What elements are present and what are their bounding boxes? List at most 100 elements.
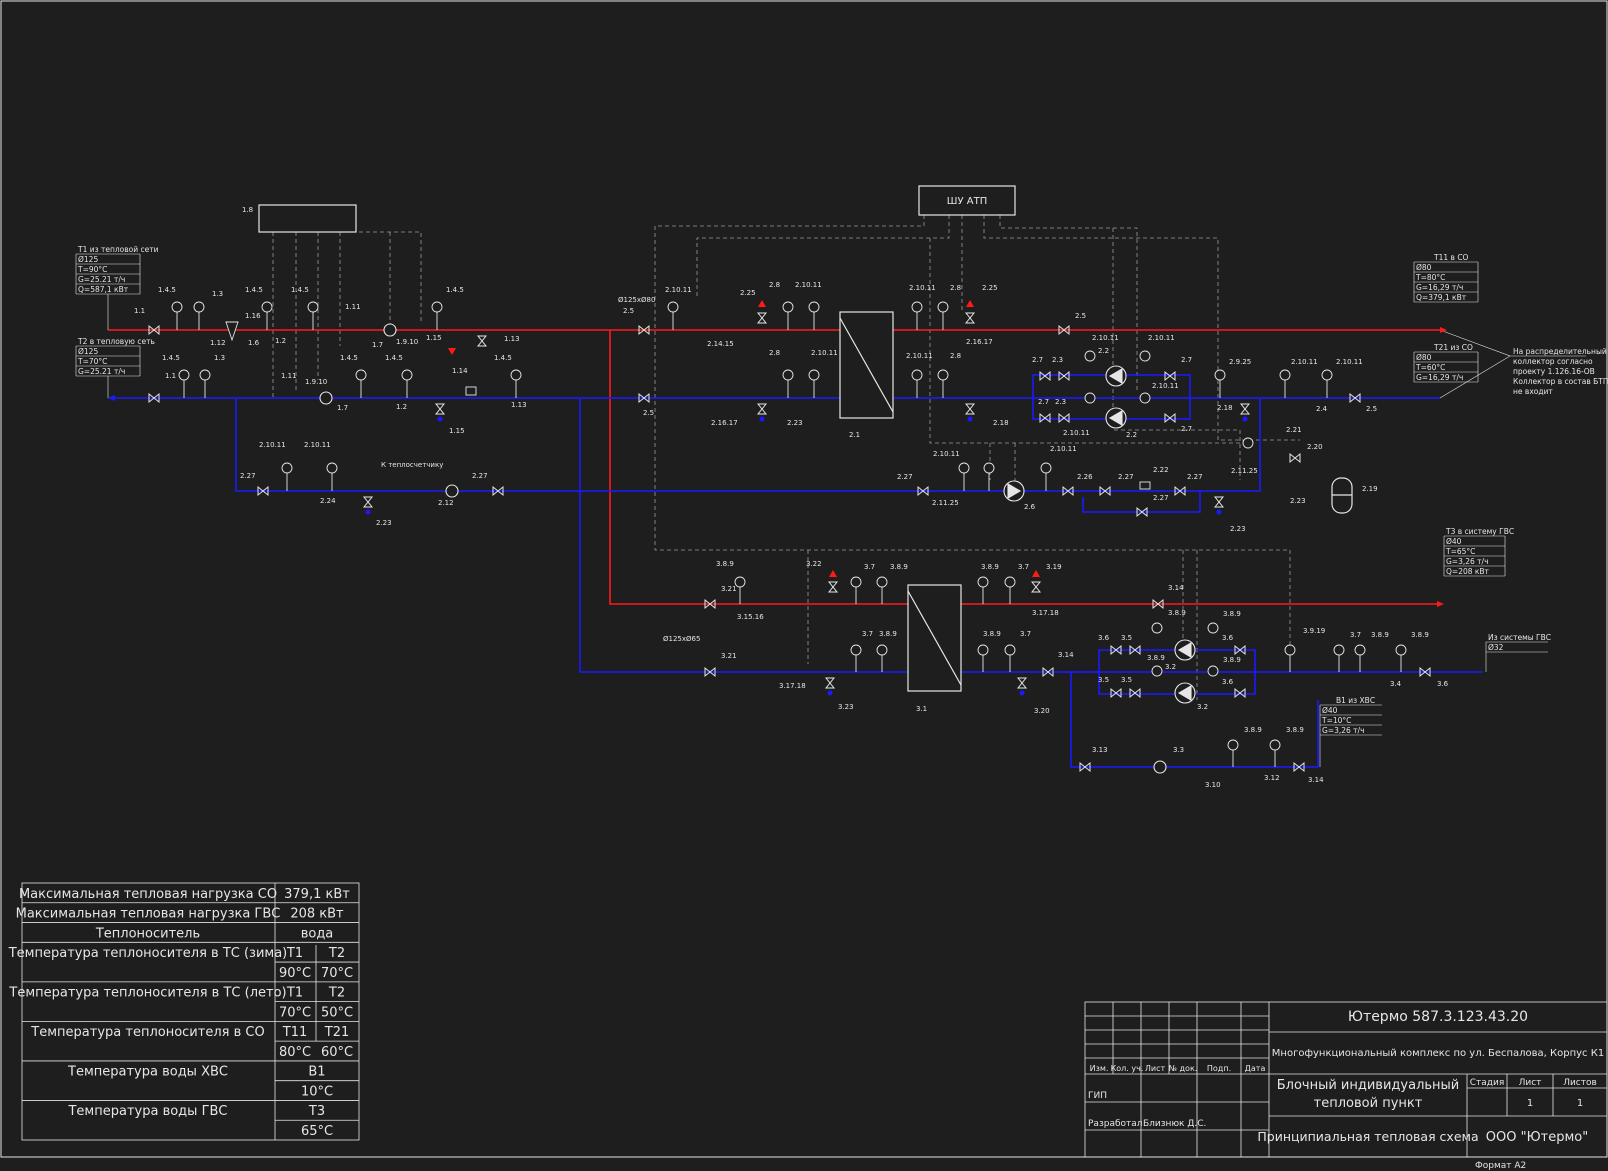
drain-valve-icon	[1239, 403, 1251, 415]
svg-text:1.15: 1.15	[426, 334, 442, 342]
format-label: Формат А2	[1475, 1161, 1526, 1171]
inlet-b1-t: Т=10°С	[1321, 716, 1351, 725]
table-cell-value: 50°С	[321, 1005, 353, 1020]
svg-text:2.5: 2.5	[1366, 405, 1377, 413]
valve-icon	[638, 392, 650, 404]
cabinet-id: 1.8	[242, 206, 253, 214]
table-cell-value: 90°С	[279, 966, 311, 981]
svg-text:3.15.16: 3.15.16	[737, 613, 764, 621]
outlet-t21-t: Т=60°С	[1415, 363, 1445, 372]
valve-icon	[917, 485, 929, 497]
pump-icon	[1105, 407, 1127, 429]
outlet-t11-t: Т=80°С	[1415, 273, 1445, 282]
valve-icon	[704, 598, 716, 610]
svg-text:3.8.9: 3.8.9	[890, 563, 908, 571]
gauge-icon	[937, 369, 949, 381]
svg-text:не входит: не входит	[1513, 387, 1553, 396]
valve-icon	[704, 666, 716, 678]
gauge-icon	[326, 462, 338, 474]
inlet-t2-d: Ø125	[78, 347, 98, 356]
valve-icon	[148, 392, 160, 404]
valve-icon	[1058, 370, 1070, 382]
outlet-t11-d: Ø80	[1416, 263, 1432, 272]
pipelines	[108, 329, 1483, 768]
object-line1: Блочный индивидуальный	[1277, 1078, 1460, 1093]
drain-markers	[365, 416, 1248, 696]
valve-icon	[1110, 687, 1122, 699]
inlet-b1-block: В1 из ХВС Ø40 Т=10°С G=3,26 т/ч	[1319, 696, 1382, 767]
gauge-icon	[193, 301, 205, 313]
gauge-icon	[1321, 369, 1333, 381]
table-cell-value: 379,1 кВт	[284, 887, 350, 902]
table-cell-value: Т1	[286, 986, 303, 1001]
svg-text:2.23: 2.23	[787, 419, 803, 427]
svg-text:1.2: 1.2	[275, 337, 286, 345]
table-cell-value: Т2	[328, 946, 345, 961]
flow-meter-icon	[319, 323, 1167, 774]
col-header-izm: Изм.	[1090, 1064, 1109, 1073]
inlet-t1-d: Ø125	[78, 255, 98, 264]
svg-text:1.4.5: 1.4.5	[446, 286, 464, 294]
svg-text:проекту 1.126.16-ОВ: проекту 1.126.16-ОВ	[1513, 367, 1595, 376]
svg-text:2.5: 2.5	[643, 409, 654, 417]
svg-text:2.27: 2.27	[1118, 473, 1134, 481]
svg-text:2.7: 2.7	[1038, 398, 1049, 406]
svg-text:3.21: 3.21	[721, 585, 737, 593]
svg-text:3.22: 3.22	[806, 560, 822, 568]
gauge-icon	[510, 369, 522, 381]
collector-note: На распределительный коллектор согласно …	[1439, 329, 1608, 399]
svg-text:1.4.5: 1.4.5	[162, 354, 180, 362]
svg-text:1.13: 1.13	[511, 401, 527, 409]
gauge-icon	[1004, 644, 1016, 656]
table-cell-value: Т1	[286, 946, 303, 961]
safety-valve-markers	[448, 300, 1040, 577]
inlet-b1-g: G=3,26 т/ч	[1322, 726, 1365, 735]
table-cell-label: Температура воды ГВС	[67, 1104, 227, 1119]
valve-icon	[1349, 392, 1361, 404]
role-developer: Разработал	[1088, 1119, 1143, 1129]
inlet-t4-title: Из системы ГВС	[1488, 633, 1551, 642]
valve-icon	[1152, 598, 1164, 610]
flow-arrows	[108, 327, 1447, 607]
valve-icon	[1234, 687, 1246, 699]
svg-text:2.14.15: 2.14.15	[707, 340, 734, 348]
svg-text:2.7: 2.7	[1181, 356, 1192, 364]
developer-name: Близнюк Д.С.	[1143, 1119, 1206, 1129]
svg-text:3.8.9: 3.8.9	[1223, 610, 1241, 618]
svg-text:3.17.18: 3.17.18	[779, 682, 806, 690]
svg-text:2.16.17: 2.16.17	[711, 419, 738, 427]
gauge-icon	[808, 301, 820, 313]
svg-text:2.8: 2.8	[769, 349, 780, 357]
svg-text:1.6: 1.6	[248, 339, 260, 347]
pipe-hw-return	[579, 398, 1483, 673]
outlet-t11-block: Т11 в СО Ø80 Т=80°С G=16,29 т/ч Q=379,1 …	[1413, 253, 1479, 303]
svg-text:3.6: 3.6	[1222, 634, 1234, 642]
table-cell-value: В1	[308, 1065, 325, 1080]
outlet-t21-d: Ø80	[1416, 353, 1432, 362]
gauge-icon	[1354, 644, 1366, 656]
svg-text:3.7: 3.7	[1020, 630, 1031, 638]
svg-text:2.27: 2.27	[472, 472, 488, 480]
sheet-value: 1	[1527, 1098, 1533, 1109]
svg-text:2.1: 2.1	[849, 431, 860, 439]
sheets-value: 1	[1577, 1098, 1583, 1109]
svg-text:3.7: 3.7	[864, 563, 875, 571]
gauge-icon	[261, 301, 273, 313]
col-header-date: Дата	[1245, 1064, 1266, 1073]
valve-icon	[1039, 370, 1051, 382]
table-cell-value: 80°С	[279, 1045, 311, 1060]
gauge-icon	[850, 576, 862, 588]
gauge-icon	[431, 301, 443, 313]
company: ООО "Ютермо"	[1486, 1130, 1588, 1145]
svg-text:2.10.11: 2.10.11	[1050, 445, 1077, 453]
gauge-icon	[1242, 437, 1254, 449]
drain-valve-icon	[1016, 677, 1028, 689]
pipe-bypass-lower	[235, 398, 1261, 492]
svg-text:2.10.11: 2.10.11	[1063, 429, 1090, 437]
svg-text:3.3: 3.3	[1173, 746, 1184, 754]
table-cell-label: Теплоноситель	[95, 926, 200, 941]
sheet-header: Лист	[1519, 1078, 1542, 1088]
gauge-icon	[307, 301, 319, 313]
gauge-icon	[1151, 665, 1163, 677]
